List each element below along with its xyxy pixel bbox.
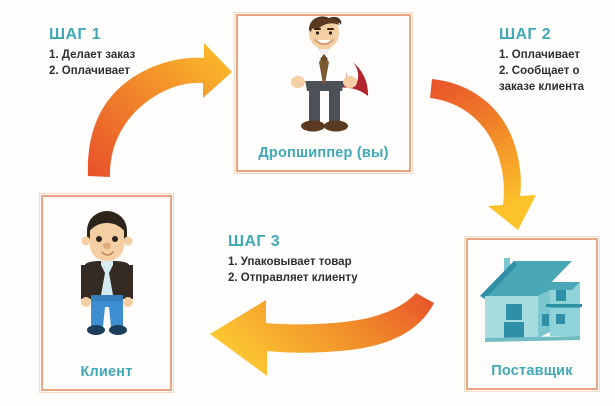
step-3-line-2: 2. Отправляет клиенту <box>228 272 358 284</box>
node-label-dropshipper: Дропшиппер (вы) <box>258 145 389 161</box>
step-2-block: ШАГ 2 1. Оплачивает 2. Сообщает о заказе… <box>499 26 611 95</box>
dropshipper-art <box>238 16 409 145</box>
house-icon <box>480 258 582 342</box>
person-icon <box>80 211 133 335</box>
step-2-line-1: 1. Оплачивает <box>499 49 581 61</box>
node-client[interactable]: Клиент <box>39 193 174 393</box>
step-1-block: ШАГ 1 1. Делает заказ 2. Оплачивает <box>49 26 135 79</box>
step-2-title: ШАГ 2 <box>499 26 552 43</box>
step-1-line-2: 2. Оплачивает <box>49 65 131 77</box>
businessman-with-cape-icon <box>289 16 368 132</box>
node-label-client: Клиент <box>80 364 133 380</box>
node-dropshipper[interactable]: Дропшиппер (вы) <box>234 12 413 174</box>
node-label-supplier: Поставщик <box>491 363 573 379</box>
step-3-title: ШАГ 3 <box>228 233 281 250</box>
client-art <box>43 197 170 364</box>
node-supplier[interactable]: Поставщик <box>464 236 600 392</box>
supplier-art <box>468 240 596 363</box>
step-3-line-1: 1. Упаковывает товар <box>228 256 352 268</box>
step-3-block: ШАГ 3 1. Упаковывает товар 2. Отправляет… <box>228 233 358 286</box>
arrow-dropshipper-to-supplier <box>430 79 536 230</box>
step-1-title: ШАГ 1 <box>49 26 102 43</box>
step-1-line-1: 1. Делает заказ <box>49 49 136 61</box>
arrow-supplier-to-client <box>210 293 434 376</box>
step-2-line-2: 2. Сообщает о заказе клиента <box>499 65 585 93</box>
